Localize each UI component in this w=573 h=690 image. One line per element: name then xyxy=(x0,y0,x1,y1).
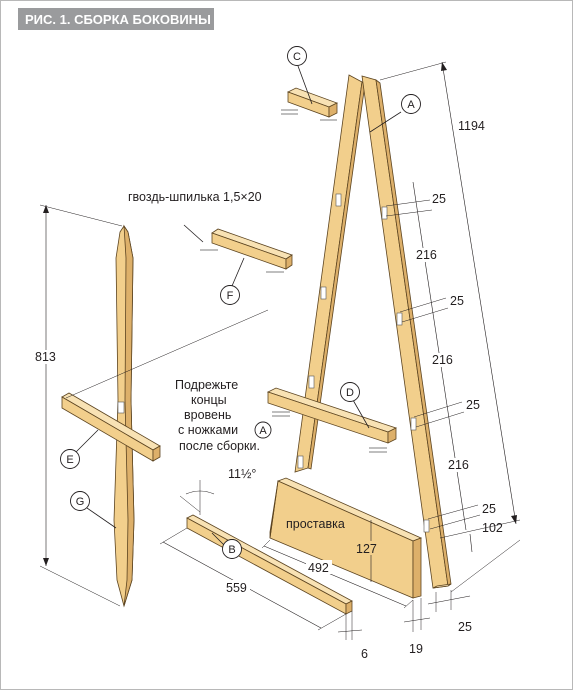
angle-arc xyxy=(185,490,215,495)
part-e-crossbar xyxy=(61,392,161,462)
part-d-crossbar xyxy=(266,387,398,453)
leader-nail xyxy=(183,224,204,243)
leader-e xyxy=(75,429,99,453)
note-label-a: A xyxy=(259,425,267,437)
angle-label: 11½° xyxy=(228,467,256,481)
ext-25h xyxy=(429,514,481,530)
note-line-3: вровень xyxy=(184,408,231,422)
dim-6-line xyxy=(337,629,363,633)
dim-19-line xyxy=(403,617,431,623)
leg-right xyxy=(361,75,452,589)
nail-label: гвоздь-шпилька 1,5×20 xyxy=(128,190,262,204)
label-e-circle xyxy=(60,449,80,469)
leader-b xyxy=(211,532,225,546)
dim-1194-line xyxy=(441,61,517,525)
dim-6: 6 xyxy=(361,647,368,661)
leader-g xyxy=(86,507,117,529)
ext-25a xyxy=(385,199,431,207)
leader-a xyxy=(369,111,402,133)
figure-title: РИС. 1. СБОРКА БОКОВИНЫ xyxy=(25,12,211,27)
dim-813: 813 xyxy=(35,350,56,364)
ext-102-bot xyxy=(450,539,521,593)
dim-216-2: 216 xyxy=(432,353,453,367)
leader-c xyxy=(297,65,313,105)
ext-25e xyxy=(413,401,463,418)
ext-25c xyxy=(399,297,447,313)
label-g: G xyxy=(76,496,85,508)
label-c: C xyxy=(293,51,301,63)
ext-492-b xyxy=(403,599,414,609)
ext-e-to-frame xyxy=(65,309,269,399)
ext-25d xyxy=(401,307,449,323)
spacer-block xyxy=(269,477,423,599)
dim-492: 492 xyxy=(308,561,329,575)
ext-559-b xyxy=(317,613,347,631)
dim-1194-ext-top xyxy=(379,61,447,81)
note-line-4: с ножками xyxy=(178,423,238,437)
title-bar xyxy=(18,8,214,30)
dim-25-leg: 25 xyxy=(458,620,472,634)
label-g-circle xyxy=(70,491,90,511)
dim-25-mid1: 25 xyxy=(450,294,464,308)
ext-25f xyxy=(415,411,465,428)
leader-d xyxy=(352,399,370,429)
ext-25b xyxy=(385,209,433,217)
dim-25-leg-line xyxy=(427,595,471,605)
dim-216-1: 216 xyxy=(416,248,437,262)
ext-492-a xyxy=(261,539,271,549)
part-c-block xyxy=(281,87,339,121)
leg-plates xyxy=(297,193,430,533)
part-g-leg xyxy=(113,224,135,608)
dim-813-bg xyxy=(34,350,58,364)
dim-127: 127 xyxy=(356,542,377,556)
angle-line-1 xyxy=(179,495,201,513)
ext-559-a xyxy=(159,527,188,545)
part-f-bar xyxy=(200,228,293,273)
ext-102-top xyxy=(439,519,521,539)
note-line-1: Подрежьте xyxy=(175,378,238,392)
dim-492-line xyxy=(263,545,407,607)
label-c-circle xyxy=(287,46,307,66)
label-f: F xyxy=(227,290,234,302)
label-d: D xyxy=(346,387,354,399)
dim-216-3: 216 xyxy=(448,458,469,472)
note-line-5: после сборки. xyxy=(179,439,260,453)
label-f-circle xyxy=(220,285,240,305)
dim-102-line xyxy=(469,533,473,553)
dim-1194: 1194 xyxy=(458,119,485,133)
label-d-circle xyxy=(340,382,360,402)
note-line-2: концы xyxy=(191,393,227,407)
label-a-circle xyxy=(401,94,421,114)
label-e: E xyxy=(66,454,73,466)
dim-813-ext-top xyxy=(39,204,123,227)
label-b: B xyxy=(228,544,235,556)
label-a: A xyxy=(407,99,415,111)
dim-19: 19 xyxy=(409,642,423,656)
spacer-label: проставка xyxy=(286,517,345,531)
leg-left xyxy=(294,74,366,473)
dim-1194-bg xyxy=(455,118,487,132)
dim-25-top: 25 xyxy=(432,192,446,206)
ext-25g xyxy=(427,504,479,520)
dim-25-mid2: 25 xyxy=(466,398,480,412)
leader-f xyxy=(231,257,245,287)
label-b-circle xyxy=(222,539,242,559)
note-label-a-circle xyxy=(254,421,272,439)
dim-25-bot: 25 xyxy=(482,502,496,516)
dim-102: 102 xyxy=(482,521,503,535)
dim-813-ext-bot xyxy=(39,565,121,607)
dim-559: 559 xyxy=(226,581,247,595)
